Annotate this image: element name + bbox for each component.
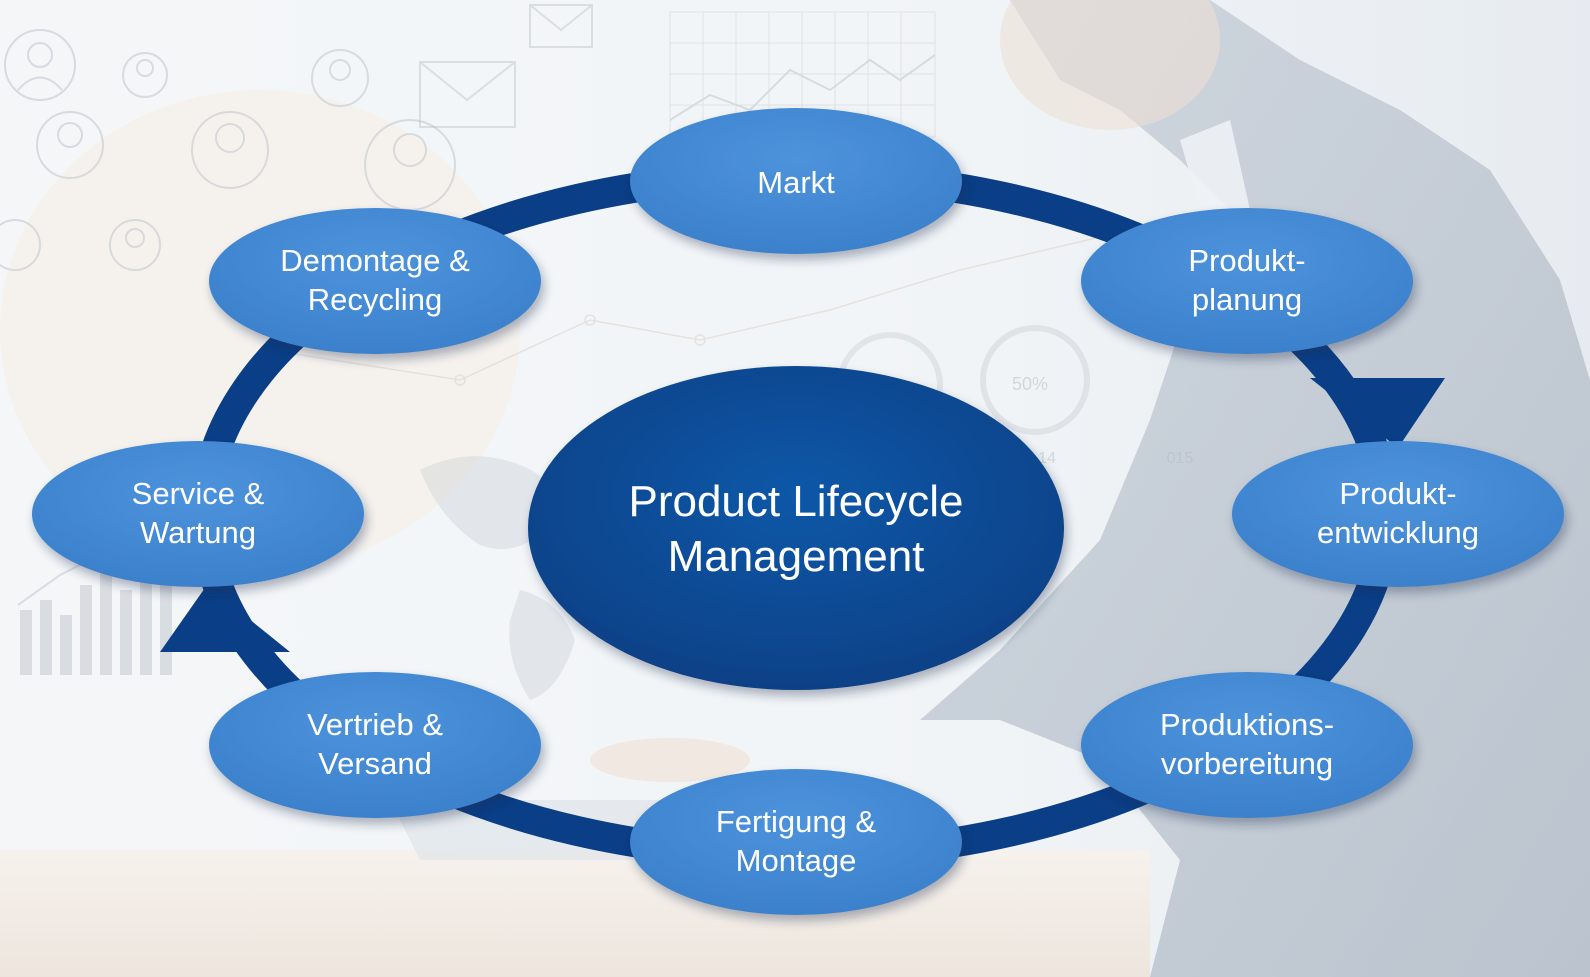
node-produktentwicklung-label-1: Produkt- [1339,476,1456,511]
cycle-arrow-left [160,585,290,652]
node-fertigung-label-1: Fertigung & [716,804,877,839]
watermark-year-2: 015 [1167,450,1194,467]
node-produktplanung-label-1: Produkt- [1188,243,1305,278]
center-node: Product Lifecycle Management [528,366,1064,690]
node-service-label-2: Wartung [140,515,256,550]
watermark-percent: 50% [1012,374,1048,394]
node-demontage-label-1: Demontage & [280,243,470,278]
node-markt: Markt [630,108,962,254]
node-service: Service & Wartung [32,441,364,587]
cycle-arrow-right [1310,378,1445,448]
node-produktplanung: Produkt- planung [1081,208,1413,354]
node-markt-label: Markt [757,165,835,200]
node-demontage: Demontage & Recycling [209,208,541,354]
node-produktentwicklung-label-2: entwicklung [1317,515,1479,550]
node-fertigung: Fertigung & Montage [630,769,962,915]
center-title-line-1: Product Lifecycle [628,477,963,526]
node-produktplanung-label-2: planung [1192,282,1302,317]
node-produktentwicklung: Produkt- entwicklung [1232,441,1564,587]
node-produktionsvorbereitung-label-2: vorbereitung [1161,746,1333,781]
watermark-year-1: 14 [1038,450,1056,467]
node-vertrieb: Vertrieb & Versand [209,672,541,818]
node-produktionsvorbereitung-label-1: Produktions- [1160,707,1334,742]
node-fertigung-label-2: Montage [736,843,857,878]
node-demontage-label-2: Recycling [308,282,442,317]
world-map-watermark [420,456,575,700]
node-produktionsvorbereitung: Produktions- vorbereitung [1081,672,1413,818]
node-vertrieb-label-2: Versand [318,746,432,781]
node-service-label-1: Service & [132,476,265,511]
node-vertrieb-label-1: Vertrieb & [307,707,443,742]
center-title-line-2: Management [668,532,925,581]
